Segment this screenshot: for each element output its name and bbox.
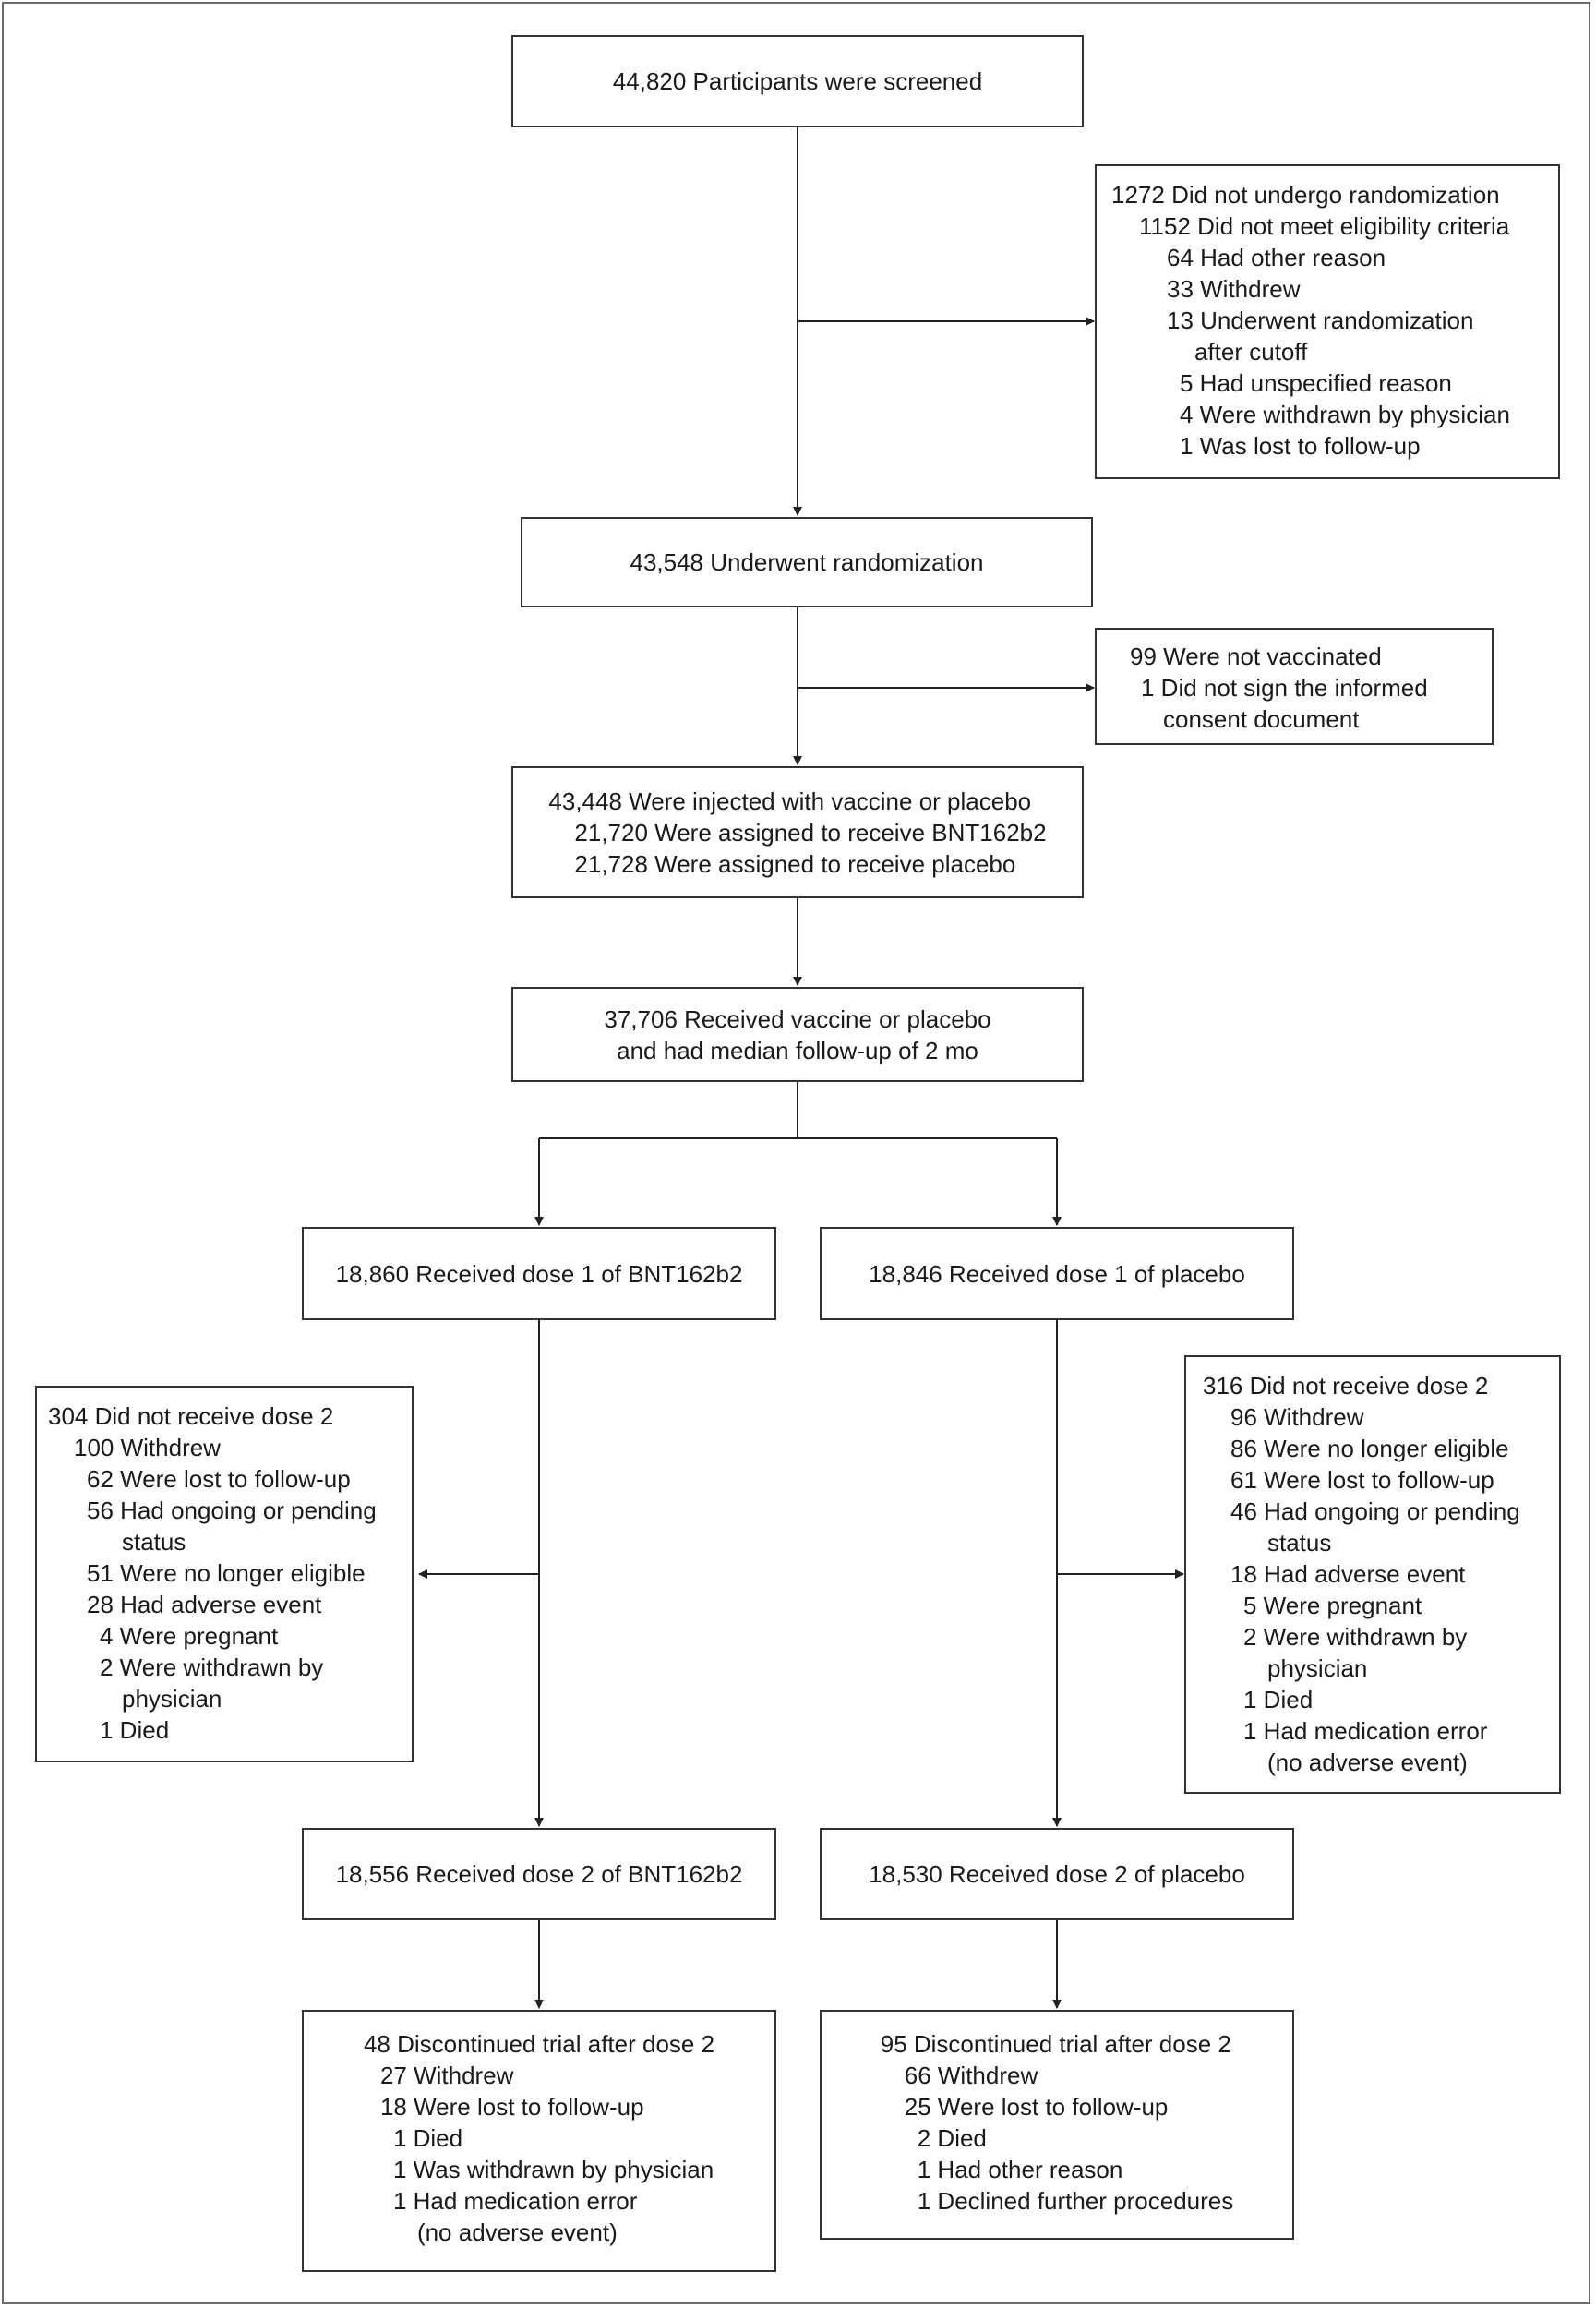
bnt-disc-withdrew: 27 Withdrew xyxy=(379,2062,514,2089)
not-vaccinated-total: 99 Were not vaccinated xyxy=(1130,643,1382,670)
bnt-disc-med-error: 1 Had medication error xyxy=(392,2187,638,2215)
placebo-disc-died: 2 Died xyxy=(917,2124,987,2152)
placebo-dose2-label: 18,530 Received dose 2 of placebo xyxy=(869,1860,1245,1888)
reason-eligibility: 1152 Did not meet eligibility criteria xyxy=(1139,212,1510,240)
reason-unspecified: 5 Had unspecified reason xyxy=(1180,369,1452,397)
bnt-pending: 56 Had ongoing or pending xyxy=(87,1497,377,1524)
bnt-adverse: 28 Had adverse event xyxy=(87,1591,322,1618)
bnt-dose1-label: 18,860 Received dose 1 of BNT162b2 xyxy=(335,1259,743,1288)
bnt-disc-withdrawn-physician: 1 Was withdrawn by physician xyxy=(392,2156,714,2183)
placebo-disc-declined: 1 Declined further procedures xyxy=(917,2187,1234,2215)
placebo-med-error: 1 Had medication error xyxy=(1243,1717,1488,1745)
bnt-discontinued-box: 48 Discontinued trial after dose 2 27 Wi… xyxy=(302,2010,776,2272)
reason-withdrew: 33 Withdrew xyxy=(1167,275,1301,303)
placebo-dose2-box: 18,530 Received dose 2 of placebo xyxy=(820,1828,1294,1920)
placebo-withdrawn-physician-cont: physician xyxy=(1267,1654,1368,1682)
screened-box: 44,820 Participants were screened xyxy=(511,35,1084,127)
placebo-no-dose2-box: 316 Did not receive dose 2 96 Withdrew 8… xyxy=(1184,1355,1561,1794)
screened-label: 44,820 Participants were screened xyxy=(612,67,983,95)
bnt-pregnant: 4 Were pregnant xyxy=(100,1622,279,1650)
placebo-withdrawn-physician: 2 Were withdrawn by xyxy=(1243,1623,1468,1651)
placebo-pending-cont: status xyxy=(1267,1529,1332,1557)
bnt-disc-died: 1 Died xyxy=(392,2124,463,2152)
bnt-dose2-box: 18,556 Received dose 2 of BNT162b2 xyxy=(302,1828,776,1920)
reason-other: 64 Had other reason xyxy=(1167,244,1386,271)
injected-bnt: 21,720 Were assigned to receive BNT162b2 xyxy=(574,818,1047,847)
bnt-dose1-box: 18,860 Received dose 1 of BNT162b2 xyxy=(302,1227,776,1320)
injected-total: 43,448 Were injected with vaccine or pla… xyxy=(548,787,1032,815)
followup-box: 37,706 Received vaccine or placebo and h… xyxy=(511,987,1084,1082)
bnt-withdrawn-physician-cont: physician xyxy=(122,1685,222,1713)
reason-lost: 1 Was lost to follow-up xyxy=(1180,432,1421,460)
injected-placebo: 21,728 Were assigned to receive placebo xyxy=(574,849,1016,878)
not-randomized-total: 1272 Did not undergo randomization xyxy=(1111,181,1500,209)
bnt-discontinued-total: 48 Discontinued trial after dose 2 xyxy=(363,2030,715,2058)
bnt-withdrew: 100 Withdrew xyxy=(74,1434,221,1461)
bnt-lost: 62 Were lost to follow-up xyxy=(87,1465,351,1493)
not-vaccinated-reason-cont: consent document xyxy=(1163,705,1360,733)
bnt-no-dose2-total: 304 Did not receive dose 2 xyxy=(48,1402,334,1430)
placebo-withdrew: 96 Withdrew xyxy=(1230,1403,1364,1431)
bnt-no-longer-eligible: 51 Were no longer eligible xyxy=(87,1559,366,1587)
placebo-disc-withdrew: 66 Withdrew xyxy=(904,2062,1038,2089)
injected-box: 43,448 Were injected with vaccine or pla… xyxy=(511,766,1084,898)
randomized-box: 43,548 Underwent randomization xyxy=(521,517,1093,607)
followup-line2: and had median follow-up of 2 mo xyxy=(617,1036,978,1064)
bnt-dose2-label: 18,556 Received dose 2 of BNT162b2 xyxy=(335,1860,743,1888)
placebo-dose1-label: 18,846 Received dose 1 of placebo xyxy=(869,1259,1245,1288)
placebo-discontinued-box: 95 Discontinued trial after dose 2 66 Wi… xyxy=(820,2010,1294,2240)
placebo-died: 1 Died xyxy=(1243,1686,1314,1713)
not-vaccinated-box: 99 Were not vaccinated 1 Did not sign th… xyxy=(1095,628,1494,745)
followup-line1: 37,706 Received vaccine or placebo xyxy=(604,1004,991,1033)
reason-after-cutoff-cont: after cutoff xyxy=(1194,338,1308,366)
placebo-pregnant: 5 Were pregnant xyxy=(1243,1592,1422,1619)
placebo-no-dose2-total: 316 Did not receive dose 2 xyxy=(1203,1372,1489,1400)
placebo-disc-other: 1 Had other reason xyxy=(917,2156,1123,2183)
bnt-withdrawn-physician: 2 Were withdrawn by xyxy=(100,1653,324,1681)
bnt-disc-lost: 18 Were lost to follow-up xyxy=(379,2093,644,2121)
bnt-no-dose2-box: 304 Did not receive dose 2 100 Withdrew … xyxy=(35,1386,414,1762)
randomized-label: 43,548 Underwent randomization xyxy=(630,548,984,576)
reason-after-cutoff: 13 Underwent randomization xyxy=(1167,307,1474,334)
placebo-lost: 61 Were lost to follow-up xyxy=(1230,1466,1494,1494)
placebo-adverse: 18 Had adverse event xyxy=(1230,1560,1466,1588)
placebo-dose1-box: 18,846 Received dose 1 of placebo xyxy=(820,1227,1294,1320)
reason-withdrawn-physician: 4 Were withdrawn by physician xyxy=(1180,401,1510,428)
placebo-med-error-cont: (no adverse event) xyxy=(1267,1749,1468,1776)
placebo-discontinued-total: 95 Discontinued trial after dose 2 xyxy=(880,2030,1231,2058)
not-randomized-box: 1272 Did not undergo randomization 1152 … xyxy=(1095,164,1560,479)
placebo-pending: 46 Had ongoing or pending xyxy=(1230,1497,1520,1525)
placebo-no-longer-eligible: 86 Were no longer eligible xyxy=(1230,1435,1509,1462)
bnt-pending-cont: status xyxy=(122,1528,186,1556)
bnt-died: 1 Died xyxy=(100,1716,170,1744)
not-vaccinated-reason: 1 Did not sign the informed xyxy=(1141,674,1428,702)
placebo-disc-lost: 25 Were lost to follow-up xyxy=(904,2093,1169,2121)
bnt-disc-med-error-cont: (no adverse event) xyxy=(416,2218,618,2246)
